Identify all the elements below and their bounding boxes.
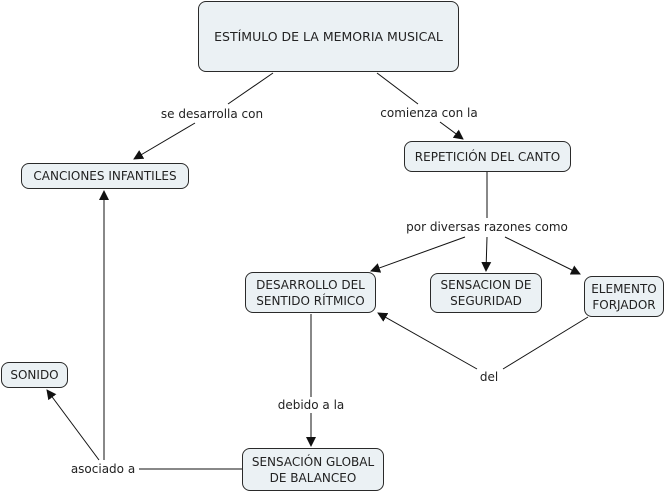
- concept-canciones-infantiles[interactable]: CANCIONES INFANTILES: [21, 163, 189, 189]
- edge-asociado-to-sonido: [46, 389, 100, 461]
- link-asociado-a[interactable]: asociado a: [68, 462, 138, 476]
- edge-root-to-comienza: [376, 72, 419, 105]
- concept-sensacion-seguridad[interactable]: SENSACION DE SEGURIDAD: [430, 273, 542, 313]
- edge-razones-to-seguridad: [481, 236, 492, 272]
- edge-se-desarrolla-to-canciones: [133, 122, 196, 160]
- concept-desarrollo-sentido-ritmico[interactable]: DESARROLLO DEL SENTIDO RÍTMICO: [245, 272, 376, 313]
- link-comienza-con-la[interactable]: comienza con la: [378, 106, 480, 120]
- edge-del-to-desarrollo: [377, 312, 478, 370]
- concept-root[interactable]: ESTÍMULO DE LA MEMORIA MUSICAL: [198, 1, 459, 72]
- concept-repeticion-del-canto[interactable]: REPETICIÓN DEL CANTO: [404, 141, 571, 172]
- link-se-desarrolla-con[interactable]: se desarrolla con: [158, 107, 266, 121]
- edge-forjador-to-del: [502, 316, 589, 370]
- concept-elemento-forjador[interactable]: ELEMENTO FORJADOR: [584, 276, 664, 317]
- link-del[interactable]: del: [477, 370, 501, 384]
- link-debido-a-la[interactable]: debido a la: [275, 398, 347, 412]
- concept-sensacion-global-balanceo[interactable]: SENSACIÓN GLOBAL DE BALANCEO: [242, 448, 384, 491]
- edge-razones-to-forjador: [504, 236, 581, 275]
- concept-sonido[interactable]: SONIDO: [1, 362, 68, 388]
- link-por-diversas-razones[interactable]: por diversas razones como: [404, 220, 570, 234]
- edge-comienza-to-repeticion: [439, 121, 464, 140]
- edge-razones-to-desarrollo: [370, 236, 466, 273]
- edge-root-to-se-desarrolla: [227, 72, 274, 105]
